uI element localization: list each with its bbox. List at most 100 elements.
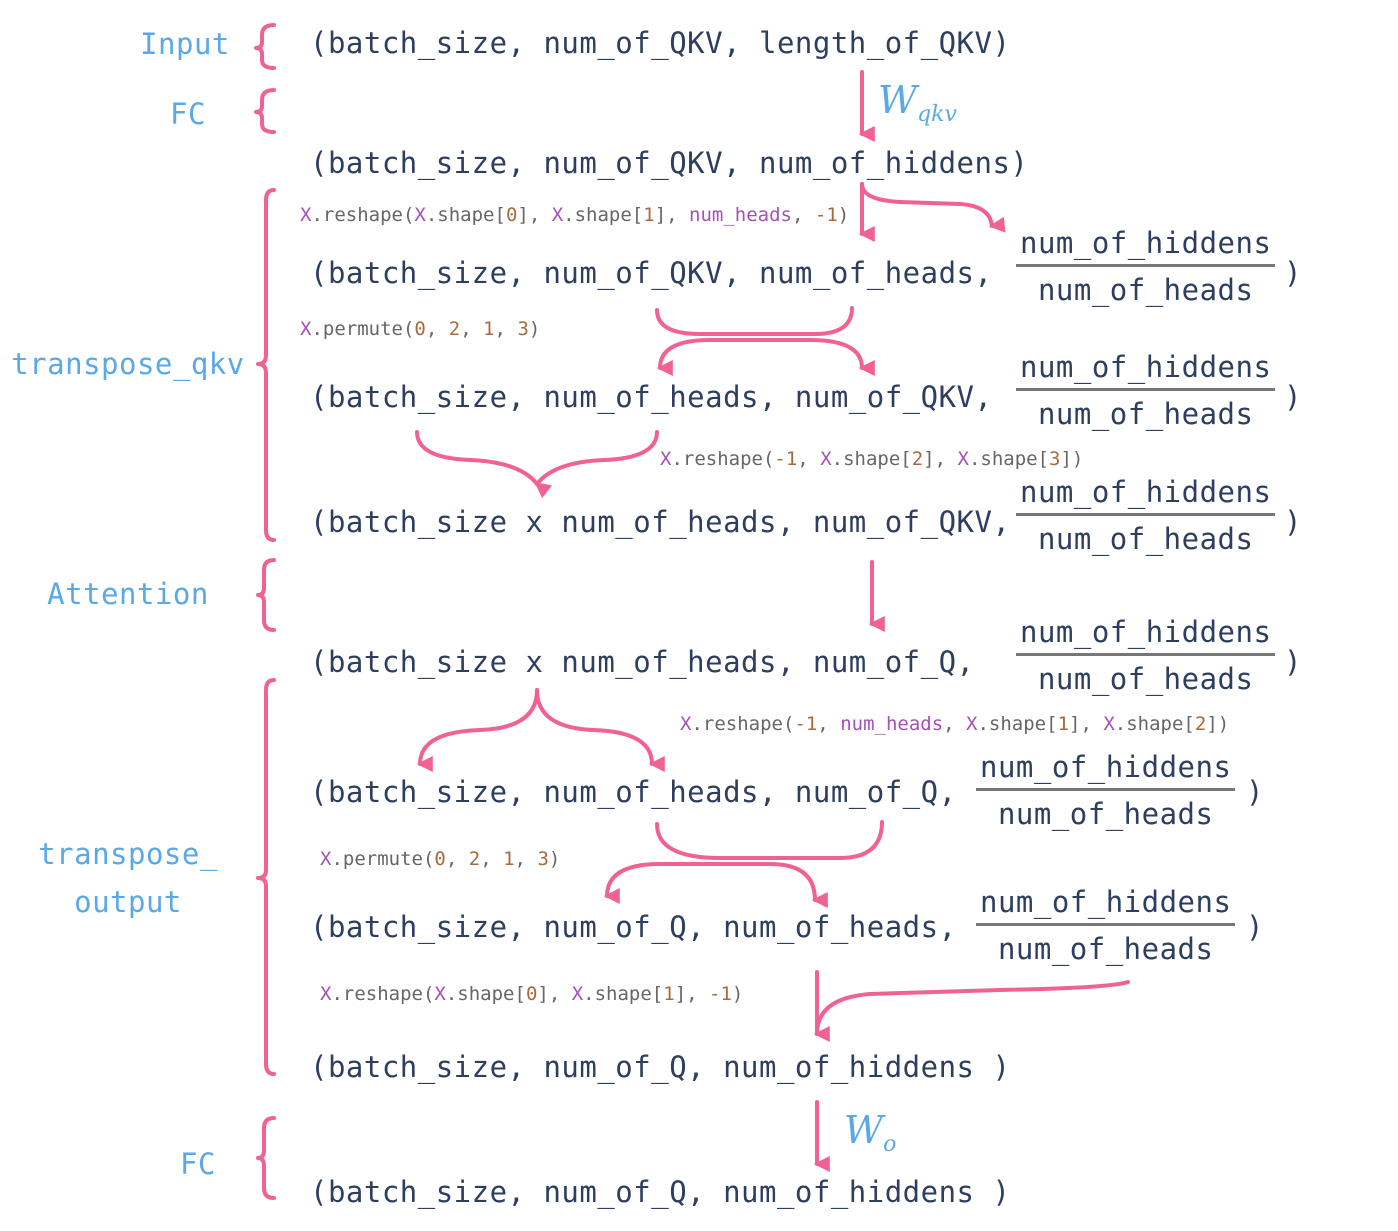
shape-permuted: (batch_size, num_of_heads, num_of_QKV, <box>310 380 993 414</box>
weight-qkv: Wqkv <box>878 78 957 127</box>
code-token: num_heads <box>840 713 944 735</box>
code-token: X <box>680 713 692 735</box>
arrow-split-batch-heads <box>416 688 539 773</box>
code-token: ]) <box>1206 713 1230 735</box>
label-transpose-qkv: transpose_qkv <box>11 347 245 381</box>
code-token: 3 <box>517 318 529 340</box>
code-token: X <box>300 204 312 226</box>
code-token: .permute( <box>311 318 415 340</box>
shape-final-output: (batch_size, num_of_Q, num_of_hiddens ) <box>310 1175 1011 1209</box>
code-token: ], <box>674 983 710 1005</box>
code-token: 1 <box>1057 713 1070 735</box>
code-token: X <box>414 204 426 226</box>
code-token: , <box>817 713 841 735</box>
shape-split-heads: (batch_size, num_of_QKV, num_of_heads, <box>310 256 993 290</box>
code-token: -1 <box>814 204 838 226</box>
shape-concat-output: (batch_size, num_of_Q, num_of_hiddens ) <box>310 1050 1011 1084</box>
code-token: X <box>320 983 332 1005</box>
arrow-reshape-split-right <box>860 182 1006 233</box>
code-token: 2 <box>468 848 481 870</box>
code-token: X <box>957 448 969 470</box>
code-token: -1 <box>709 983 732 1005</box>
label-transpose-output-1: transpose_ <box>38 837 218 871</box>
code-token: ) <box>548 848 561 870</box>
code-token: .shape[ <box>445 983 526 1005</box>
code-permute-output: X.permute(0, 2, 1, 3) <box>320 848 560 870</box>
label-input: Input <box>140 27 230 61</box>
code-token: 3 <box>537 848 549 870</box>
code-token: .reshape( <box>311 204 415 226</box>
shape-merged-qkv: (batch_size x num_of_heads, num_of_QKV, <box>310 505 1011 539</box>
code-token: .shape[ <box>425 204 506 226</box>
code-token: , <box>514 848 538 870</box>
code-token: .reshape( <box>331 983 435 1005</box>
shape-after-fc: (batch_size, num_of_QKV, num_of_hiddens) <box>310 146 1029 180</box>
code-token: 2 <box>448 318 461 340</box>
code-token: , <box>797 448 821 470</box>
close-paren-5: ) <box>1246 775 1264 809</box>
close-paren-3: ) <box>1284 505 1302 539</box>
code-token: .permute( <box>331 848 435 870</box>
code-token: .shape[ <box>563 204 644 226</box>
shape-split-output: (batch_size, num_of_heads, num_of_Q, <box>310 775 957 809</box>
code-token: , <box>791 204 815 226</box>
code-token: X <box>434 983 446 1005</box>
code-token: -1 <box>794 713 818 735</box>
code-token: X <box>551 204 564 226</box>
code-token: X <box>571 983 584 1005</box>
code-token: .shape[ <box>583 983 664 1005</box>
code-token: ], <box>1069 713 1104 735</box>
code-token: -1 <box>774 448 798 470</box>
code-token: , <box>494 318 518 340</box>
code-token: X <box>966 713 978 735</box>
code-token: 1 <box>643 204 655 226</box>
brace-transpose-qkv <box>256 188 276 542</box>
code-permute-qkv: X.permute(0, 2, 1, 3) <box>300 318 540 340</box>
code-token: ) <box>528 318 541 340</box>
code-token: , <box>480 848 504 870</box>
code-token: 2 <box>911 448 924 470</box>
code-token: , <box>425 318 449 340</box>
code-token: .reshape( <box>691 713 795 735</box>
code-token: ], <box>654 204 690 226</box>
brace-attention <box>256 558 276 632</box>
weight-o: Wo <box>844 1108 897 1157</box>
code-token: 0 <box>505 204 518 226</box>
brace-fc-in <box>254 88 276 134</box>
code-token: , <box>943 713 967 735</box>
brace-transpose-output <box>256 678 276 1076</box>
code-token: X <box>820 448 832 470</box>
code-token: .shape[ <box>977 713 1058 735</box>
code-token: 0 <box>414 318 426 340</box>
label-attention: Attention <box>47 577 209 611</box>
code-token: num_heads <box>689 204 792 226</box>
brace-input <box>254 23 276 70</box>
arrow-permute-swap-1 <box>655 306 854 336</box>
shape-attention-output: (batch_size x num_of_heads, num_of_Q, <box>310 645 975 679</box>
brace-fc-out <box>256 1116 276 1200</box>
close-paren-4: ) <box>1284 645 1302 679</box>
code-reshape-concat-output: X.reshape(X.shape[0], X.shape[1], -1) <box>320 983 743 1005</box>
code-token: 0 <box>434 848 446 870</box>
close-paren-1: ) <box>1284 256 1302 290</box>
shape-permuted-output: (batch_size, num_of_Q, num_of_heads, <box>310 910 957 944</box>
arrow-merge-batch-heads <box>415 430 539 486</box>
code-token: .shape[ <box>1114 713 1195 735</box>
code-reshape-split-output: X.reshape(-1, num_heads, X.shape[1], X.s… <box>680 713 1229 735</box>
code-token: 3 <box>1049 448 1061 470</box>
code-token: 1 <box>483 318 495 340</box>
code-token: X <box>1103 713 1115 735</box>
label-fc-out: FC <box>180 1147 216 1181</box>
code-token: ], <box>537 983 572 1005</box>
code-token: ) <box>837 204 850 226</box>
code-token: 0 <box>525 983 538 1005</box>
code-token: , <box>460 318 484 340</box>
code-reshape-split-heads: X.reshape(X.shape[0], X.shape[1], num_he… <box>300 204 849 226</box>
